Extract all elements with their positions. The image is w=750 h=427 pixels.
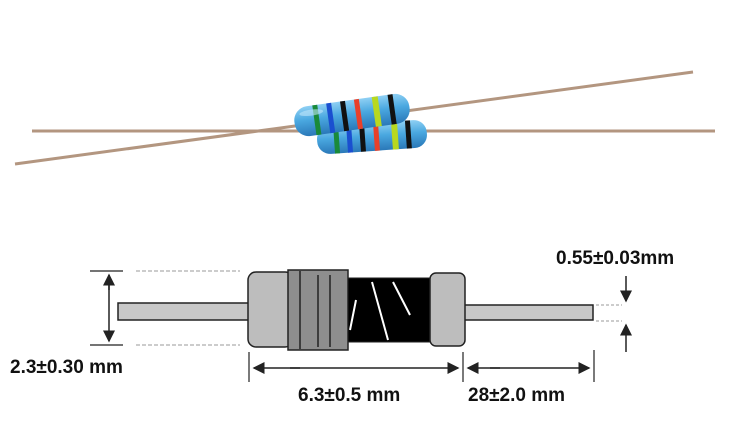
resistor-photo xyxy=(14,70,715,166)
resistor-front xyxy=(294,93,410,137)
lead-length-label: 28±2.0 mm xyxy=(468,385,565,406)
right-lead xyxy=(459,304,594,321)
body-length-label: 6.3±0.5 mm xyxy=(298,385,400,406)
left-end-cap xyxy=(247,271,294,348)
diameter-label: 2.3±0.30 mm xyxy=(10,357,123,378)
right-end-cap xyxy=(429,272,466,347)
left-lead xyxy=(117,302,251,321)
resistor-drawing xyxy=(90,269,632,382)
resistive-film xyxy=(347,277,434,343)
lead-diameter-label: 0.55±0.03mm xyxy=(556,248,674,269)
